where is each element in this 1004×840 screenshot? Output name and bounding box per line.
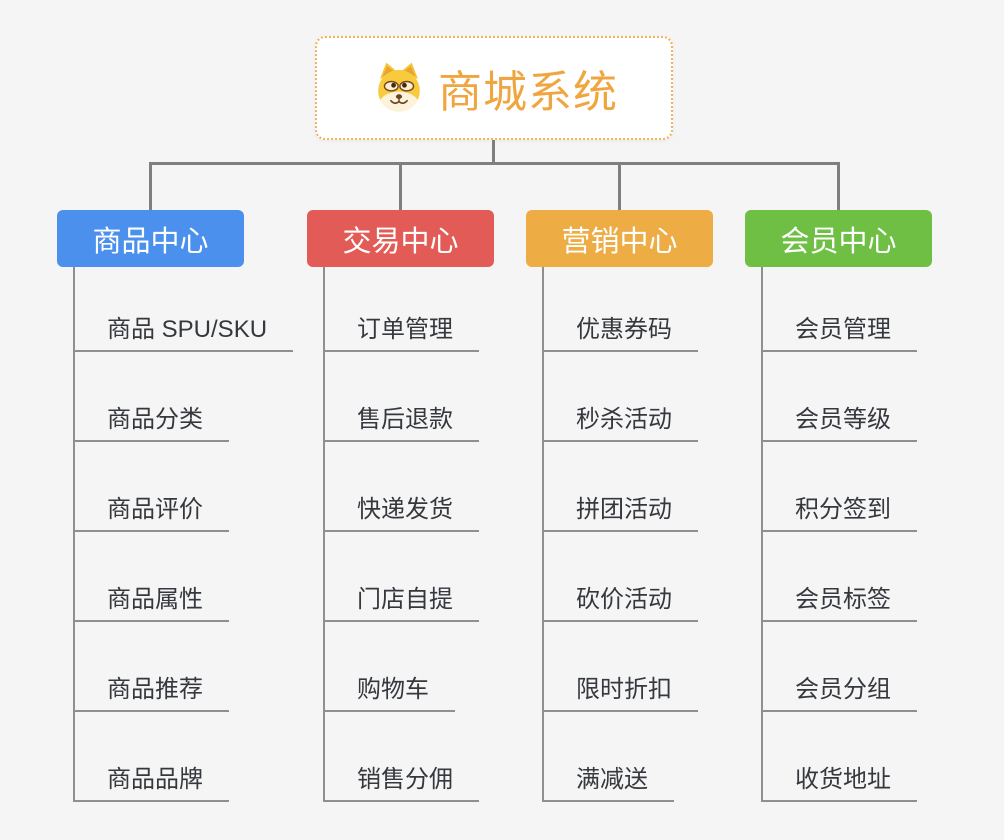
mindmap-item: 订单管理 [325,267,494,352]
mindmap-item: 售后退款 [325,352,494,442]
mindmap-item-label[interactable]: 快递发货 [325,489,479,532]
mindmap-item: 拼团活动 [544,442,713,532]
mindmap-item: 优惠券码 [544,267,713,352]
mindmap-item-label[interactable]: 限时折扣 [544,669,698,712]
root-node[interactable]: 商城系统 [315,36,673,140]
branch-node-1[interactable]: 商品中心 [57,210,244,267]
mindmap-item-label[interactable]: 会员管理 [763,309,917,352]
connector-branch-stub-1 [149,162,152,210]
branch-items: 优惠券码秒杀活动拼团活动砍价活动限时折扣满减送 [542,267,713,802]
mindmap-item: 满减送 [544,712,713,802]
mindmap-item: 商品 SPU/SKU [75,267,294,352]
mindmap-item: 砍价活动 [544,532,713,622]
mindmap-item-label[interactable]: 售后退款 [325,399,479,442]
mindmap-item: 商品推荐 [75,622,244,712]
mindmap-item-label[interactable]: 门店自提 [325,579,479,622]
mindmap-item: 门店自提 [325,532,494,622]
branch-1: 商品中心 商品 SPU/SKU 商品分类商品评价商品属性商品推荐商品品牌 [57,210,294,802]
mindmap-item-label[interactable]: 会员分组 [763,669,917,712]
mindmap-item-label[interactable]: 商品推荐 [75,669,229,712]
mindmap-item: 销售分佣 [325,712,494,802]
mindmap-item: 购物车 [325,622,494,712]
mindmap-item: 收货地址 [763,712,932,802]
dog-face-icon [378,62,420,112]
mindmap-item: 积分签到 [763,442,932,532]
connector-branch-stub-2 [399,162,402,210]
branch-3: 营销中心 优惠券码秒杀活动拼团活动砍价活动限时折扣满减送 [526,210,713,802]
mindmap-item: 商品评价 [75,442,244,532]
mindmap-item: 会员标签 [763,532,932,622]
mindmap-item-label[interactable]: 订单管理 [325,309,479,352]
mindmap-item-label[interactable]: 商品 SPU/SKU [75,309,294,352]
mindmap-item-label[interactable]: 会员等级 [763,399,917,442]
mindmap-item-label[interactable]: 商品分类 [75,399,229,442]
mindmap-item: 会员分组 [763,622,932,712]
branch-node-3[interactable]: 营销中心 [526,210,713,267]
mindmap-item-label[interactable]: 商品评价 [75,489,229,532]
mindmap-item-label[interactable]: 优惠券码 [544,309,698,352]
mindmap-item: 会员管理 [763,267,932,352]
mindmap-item-label[interactable]: 满减送 [544,759,674,802]
mindmap-item-label[interactable]: 会员标签 [763,579,917,622]
mindmap-item-label[interactable]: 购物车 [325,669,455,712]
mindmap-item-label[interactable]: 销售分佣 [325,759,479,802]
branch-4: 会员中心 会员管理会员等级积分签到会员标签会员分组收货地址 [745,210,932,802]
branch-node-label: 交易中心 [342,225,459,258]
branch-items: 会员管理会员等级积分签到会员标签会员分组收货地址 [761,267,932,802]
mindmap-item-label[interactable]: 商品属性 [75,579,229,622]
connector-branch-stub-4 [837,162,840,210]
mindmap-item: 会员等级 [763,352,932,442]
mindmap-item-label[interactable]: 砍价活动 [544,579,698,622]
connector-branch-stub-3 [618,162,621,210]
branch-node-label: 会员中心 [780,225,897,258]
mindmap-item: 商品分类 [75,352,244,442]
branch-2: 交易中心 订单管理售后退款快递发货门店自提购物车销售分佣 [307,210,494,802]
mindmap-item: 商品属性 [75,532,244,622]
mindmap-item: 限时折扣 [544,622,713,712]
mindmap-item-label[interactable]: 收货地址 [763,759,917,802]
branch-node-label: 商品中心 [92,225,209,258]
mindmap-item: 秒杀活动 [544,352,713,442]
mindmap-item-label[interactable]: 秒杀活动 [544,399,698,442]
mindmap-item-label[interactable]: 商品品牌 [75,759,229,802]
branch-items: 订单管理售后退款快递发货门店自提购物车销售分佣 [323,267,494,802]
root-title: 商城系统 [438,68,618,117]
branch-node-2[interactable]: 交易中心 [307,210,494,267]
mindmap-item: 快递发货 [325,442,494,532]
branch-node-4[interactable]: 会员中心 [745,210,932,267]
branch-items: 商品 SPU/SKU 商品分类商品评价商品属性商品推荐商品品牌 [73,267,294,802]
branch-node-label: 营销中心 [561,225,678,258]
connector-root-stub [492,140,495,163]
mindmap-item-label[interactable]: 积分签到 [763,489,917,532]
mindmap-item-label[interactable]: 拼团活动 [544,489,698,532]
mindmap-item: 商品品牌 [75,712,244,802]
connector-horizontal [149,162,840,165]
